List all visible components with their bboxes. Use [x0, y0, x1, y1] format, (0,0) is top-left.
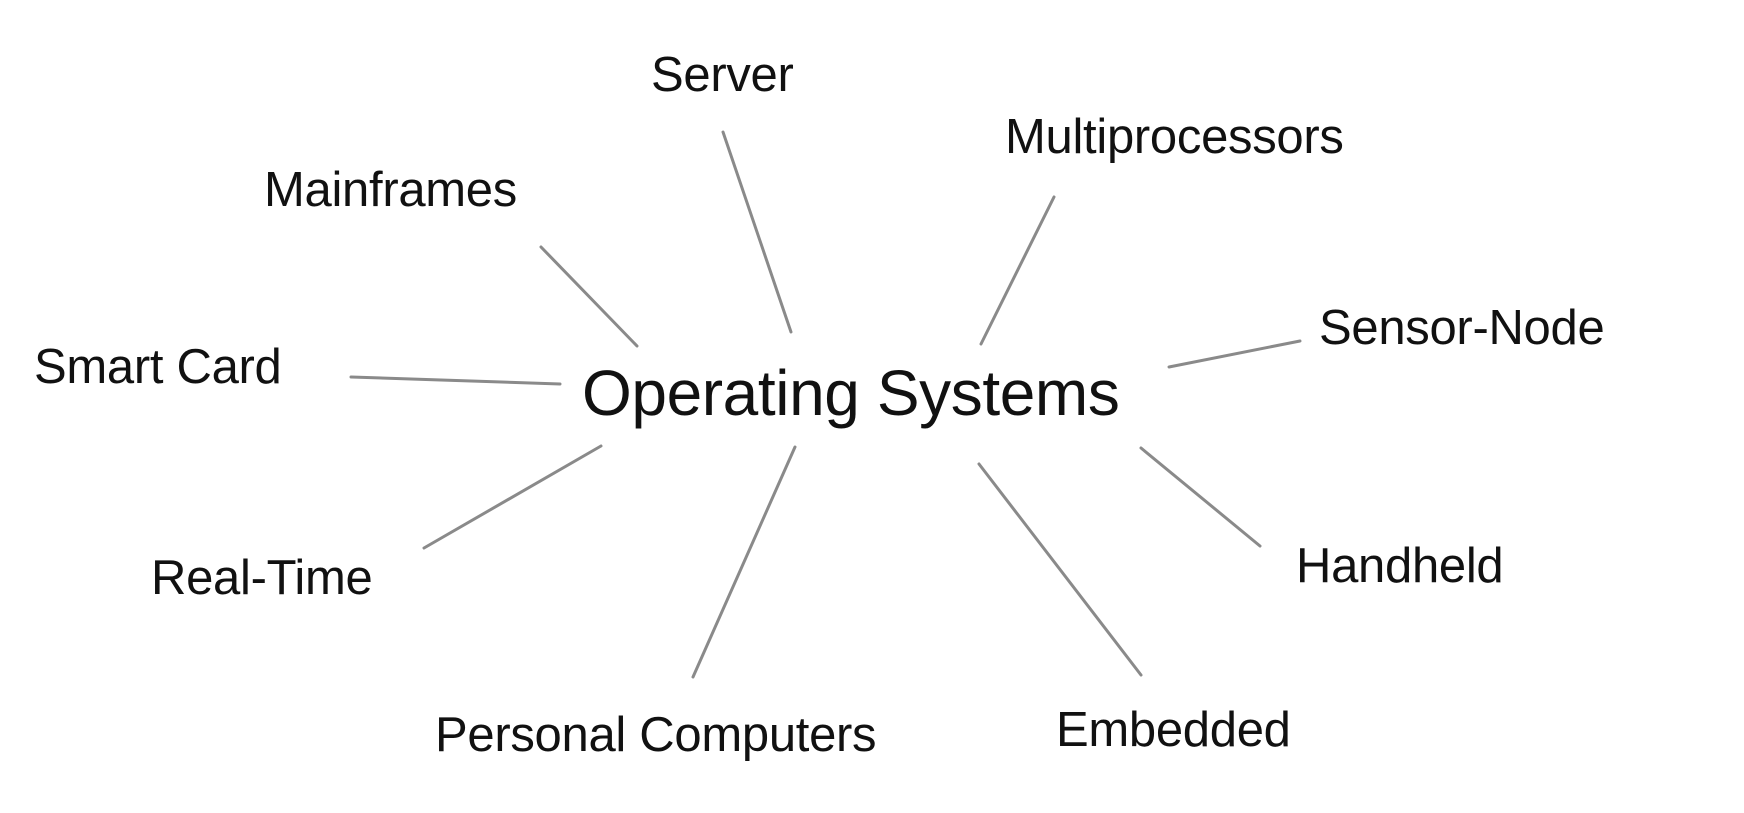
- connector-handheld: [1139, 446, 1262, 548]
- node-mainframes: Mainframes: [264, 163, 517, 217]
- connector-multiprocessors: [979, 195, 1056, 346]
- central-topic: Operating Systems: [582, 357, 1120, 429]
- node-handheld: Handheld: [1296, 539, 1504, 593]
- node-server: Server: [651, 48, 794, 102]
- connector-real-time: [422, 444, 603, 550]
- connector-smart-card: [349, 375, 562, 386]
- connector-embedded: [977, 462, 1143, 677]
- connector-sensor-node: [1167, 339, 1302, 369]
- node-embedded: Embedded: [1056, 703, 1291, 757]
- node-sensor-node: Sensor-Node: [1319, 301, 1605, 355]
- connector-server: [721, 130, 793, 334]
- node-real-time: Real-Time: [151, 551, 373, 605]
- node-personal-computers: Personal Computers: [435, 708, 877, 762]
- connector-personal-computers: [691, 445, 797, 679]
- node-multiprocessors: Multiprocessors: [1005, 110, 1344, 164]
- connector-mainframes: [539, 245, 639, 348]
- node-smart-card: Smart Card: [34, 340, 282, 394]
